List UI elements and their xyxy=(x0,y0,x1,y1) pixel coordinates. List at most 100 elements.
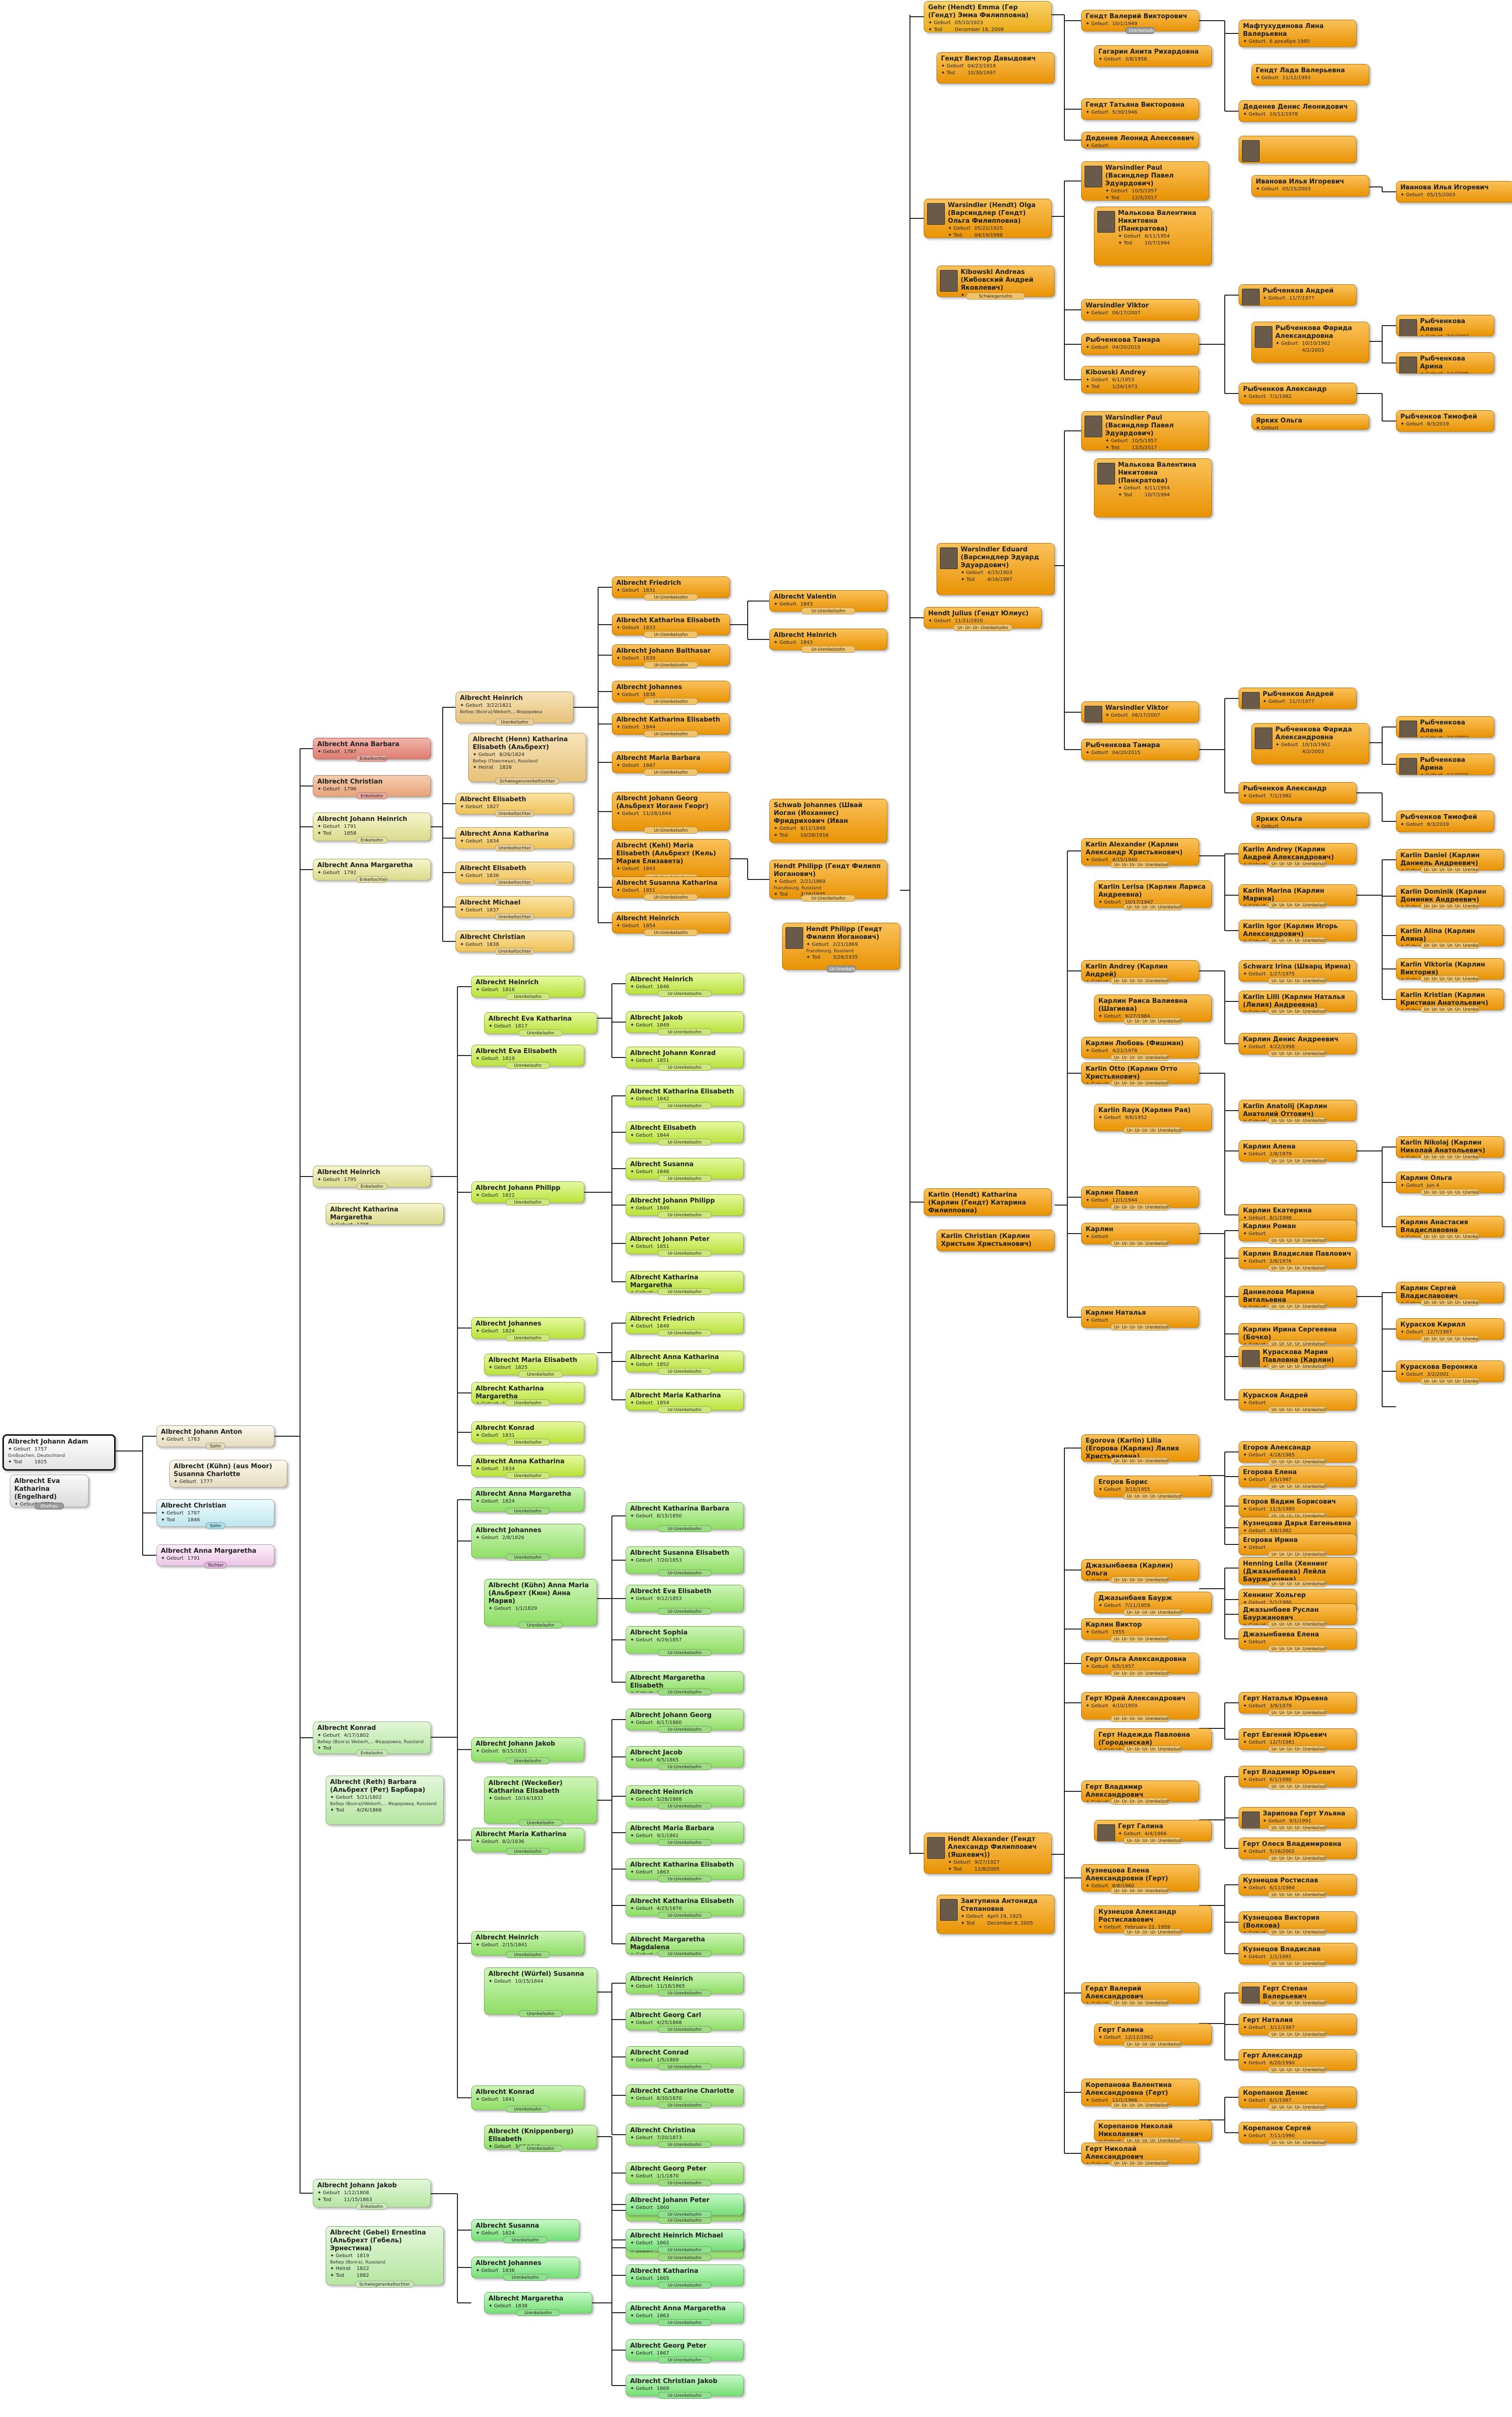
person-card[interactable]: Karlin Alexander (Карлин Александр Христ… xyxy=(1081,838,1199,866)
person-card[interactable]: Ярких Ольга✦ Geburt xyxy=(1251,813,1369,828)
person-card[interactable]: Hendt Philipp (Гендт Филипп Иоганович)✦ … xyxy=(782,923,900,970)
person-card[interactable]: Karlin Dominik (Карлин Доминик Андреевич… xyxy=(1396,885,1504,907)
person-card[interactable]: Karlin Viktoria (Карлин Виктория)✦ Gebur… xyxy=(1396,958,1504,980)
person-card[interactable]: Albrecht Margaretha Magdalena✦ Geburt7/2… xyxy=(626,1933,744,1955)
person-card[interactable]: Karlin Lerisa (Карлин Лариса Андреевна)✦… xyxy=(1094,880,1212,908)
person-card[interactable]: Albrecht (Weckeßer) Katharina Elisabeth✦… xyxy=(484,1777,597,1824)
person-card[interactable] xyxy=(1239,136,1357,163)
person-card[interactable]: Kibowski Andreas (Кибовский Андрей Яковл… xyxy=(937,266,1055,297)
person-card[interactable]: Albrecht (Henn) Katharina Elisabeth (Аль… xyxy=(468,733,586,782)
person-card[interactable]: Albrecht Katharina Margaretha✦ Geburt185… xyxy=(626,1271,744,1293)
person-card[interactable]: Hendt Philipp (Гендт Филипп Иоганович)✦ … xyxy=(769,860,887,899)
person-card[interactable]: Gehr (Hendt) Emma (Гер (Гендт) Эмма Фили… xyxy=(924,1,1052,32)
person-card[interactable]: Warsindler Paul (Васиндлер Павел Эдуардо… xyxy=(1081,161,1209,201)
person-card[interactable]: Герт Владимир Александрович✦ Geburt8/8/1… xyxy=(1081,1781,1199,1802)
person-card[interactable]: Albrecht (Reth) Barbara (Альбрехт (Рет) … xyxy=(326,1776,444,1825)
person-card[interactable]: Albrecht (Kühn) (aus Moor) Susanna Charl… xyxy=(169,1460,287,1487)
person-card[interactable]: Warsindler (Hendt) Olga (Варсиндлер (Ген… xyxy=(924,199,1052,238)
person-card[interactable]: Warsindler Paul (Васиндлер Павел Эдуардо… xyxy=(1081,411,1209,451)
person-card[interactable]: Корепанова Валентина Александровна (Герт… xyxy=(1081,2079,1199,2106)
person-card[interactable]: Albrecht Eva Katharina (Engelhard)✦ Gebu… xyxy=(10,1475,89,1507)
person-card[interactable]: Schwab Johannes (Швай Иоган (Иоханнес) Ф… xyxy=(769,799,887,843)
person-card[interactable]: Малькова Валентина Никитовна (Панкратова… xyxy=(1094,458,1212,517)
person-card[interactable]: Henning Leila (Хеннинг (Джазынбаева) Лей… xyxy=(1239,1557,1357,1585)
person-card[interactable]: Karlin Andrey (Карлин Андрей Александров… xyxy=(1239,843,1357,865)
person-card[interactable]: Albrecht (Kehl) Maria Elisabeth (Альбрех… xyxy=(612,839,730,878)
person-card[interactable]: Кузнецова Елена Александровна (Герт)✦ Ge… xyxy=(1081,1864,1199,1892)
person-card[interactable]: Кузнецов Александр Ростиславович✦ Geburt… xyxy=(1094,1905,1212,1933)
person-card[interactable]: Karlin Kristian (Карлин Кристиан Анатоль… xyxy=(1396,989,1504,1010)
person-card[interactable]: Герт Надежда Павловна (Городниская)✦ Geb… xyxy=(1094,1728,1212,1750)
person-card[interactable]: Warsindler Eduard (Варсиндлер Эдуард Эду… xyxy=(937,543,1055,595)
person-card[interactable]: Курасков Андрей✦ Geburt xyxy=(1239,1389,1357,1411)
person-card[interactable]: Karlin Nikolaj (Карлин Николай Анатольев… xyxy=(1396,1136,1504,1158)
person-card[interactable]: Albrecht (Gebel) Ernestina (Альбрехт (Ге… xyxy=(326,2226,444,2285)
person-card[interactable]: Albrecht (Kühn) Anna Maria (Альбрехт (Кю… xyxy=(484,1579,597,1626)
